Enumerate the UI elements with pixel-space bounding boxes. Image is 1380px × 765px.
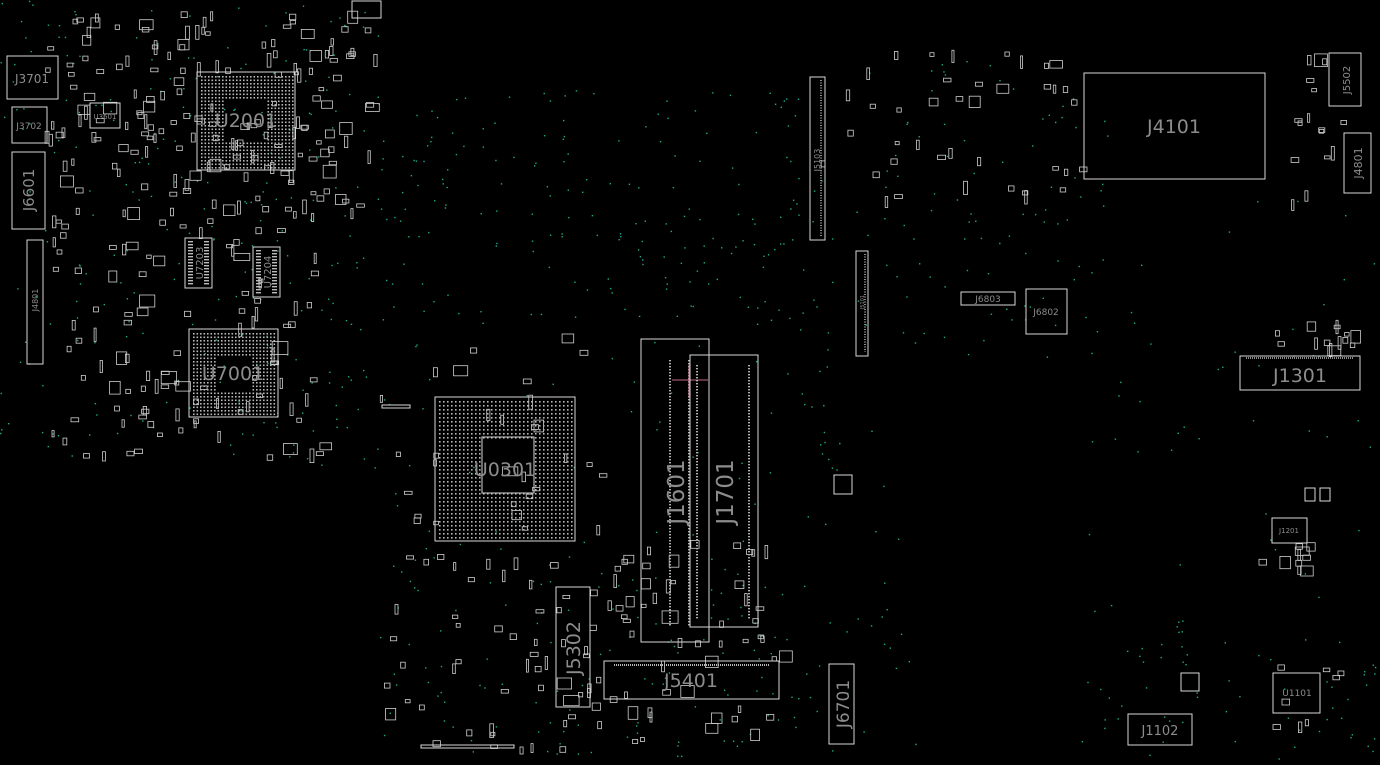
bga-pins-U0301 — [439, 401, 573, 539]
component-J4801[interactable]: J4801 — [1343, 132, 1372, 194]
component-label-J3701: J3701 — [14, 72, 49, 86]
component-J3701[interactable]: J3701 — [6, 55, 59, 100]
component-J6701[interactable]: J6701 — [828, 663, 855, 745]
bga-pins-U2001 — [201, 76, 294, 169]
component-J6601[interactable]: J6601 — [11, 151, 46, 230]
component-U3601[interactable]: U3601 — [89, 102, 121, 129]
component-J4101[interactable]: J4101 — [1083, 72, 1266, 180]
component-J1301[interactable]: J1301 — [1239, 355, 1361, 391]
component-J1102[interactable]: J1102 — [1127, 713, 1193, 746]
component-label-J1301: J1301 — [1272, 365, 1327, 387]
component-label-J4801: J4801 — [1352, 147, 1365, 179]
component-label-J6803: J6803 — [974, 295, 1001, 305]
component-label-J4801-left: J4801 — [31, 289, 40, 313]
component-label-U7001: U7001 — [202, 363, 264, 385]
component-J5401[interactable]: J5401 — [603, 660, 780, 700]
component-J5502[interactable]: J5502 — [1328, 52, 1362, 107]
component-J5302[interactable]: J5302 — [555, 586, 591, 708]
component-J4801-left[interactable]: J4801 — [26, 239, 44, 365]
component-label-J1102: J1102 — [1141, 724, 1179, 739]
pins-U7204 — [256, 250, 277, 294]
component-U7204[interactable]: U7204 — [252, 246, 281, 298]
component-label-J4101: J4101 — [1146, 116, 1201, 138]
component-U0301[interactable]: U0301 — [434, 396, 576, 542]
component-U2001[interactable]: U2001 — [196, 71, 296, 171]
pins-U7203 — [188, 241, 209, 285]
component-label-J1701: J1701 — [713, 459, 739, 526]
component-J1601[interactable]: J1601 — [640, 338, 710, 643]
component-label-U7204: U7204 — [263, 256, 274, 289]
component-label-J3702: J3702 — [15, 122, 42, 132]
component-J6802[interactable]: J6802 — [1025, 288, 1068, 335]
component-label-U0301: U0301 — [474, 459, 536, 481]
component-J5101[interactable]: J5101 — [855, 250, 869, 357]
component-label-U7203: U7203 — [195, 247, 206, 280]
component-U7001[interactable]: U7001 — [188, 328, 279, 418]
component-label-J5302: J5302 — [563, 621, 585, 676]
component-J3702[interactable]: J3702 — [11, 106, 48, 144]
component-label-U1101: U1101 — [1282, 689, 1312, 699]
component-label-J6601: J6601 — [20, 169, 38, 213]
component-J6803[interactable]: J6803 — [960, 291, 1016, 306]
component-label-J5401: J5401 — [663, 670, 718, 692]
component-label-J1601: J1601 — [664, 459, 690, 526]
component-label-J5101: J5101 — [860, 295, 866, 310]
component-label-U3601: U3601 — [94, 113, 117, 121]
component-J5103[interactable]: J5103 — [809, 76, 826, 241]
misc-outlines — [351, 0, 1331, 749]
bga-pins-U7001 — [193, 333, 276, 416]
component-U1101[interactable]: U1101 — [1272, 672, 1321, 714]
component-label-J5103: J5103 — [813, 149, 822, 173]
component-label-J6701: J6701 — [834, 680, 854, 729]
component-label-U2001: U2001 — [215, 110, 277, 132]
component-label-J6802: J6802 — [1032, 308, 1059, 318]
component-U7203[interactable]: U7203 — [184, 237, 213, 289]
component-label-J5502: J5502 — [1342, 66, 1353, 95]
component-J1201[interactable]: J1201 — [1271, 517, 1308, 544]
pins-J1701 — [696, 365, 750, 619]
component-label-J1201: J1201 — [1278, 527, 1299, 535]
passive-components — [44, 10, 1361, 755]
component-J1701[interactable]: J1701 — [689, 354, 759, 628]
